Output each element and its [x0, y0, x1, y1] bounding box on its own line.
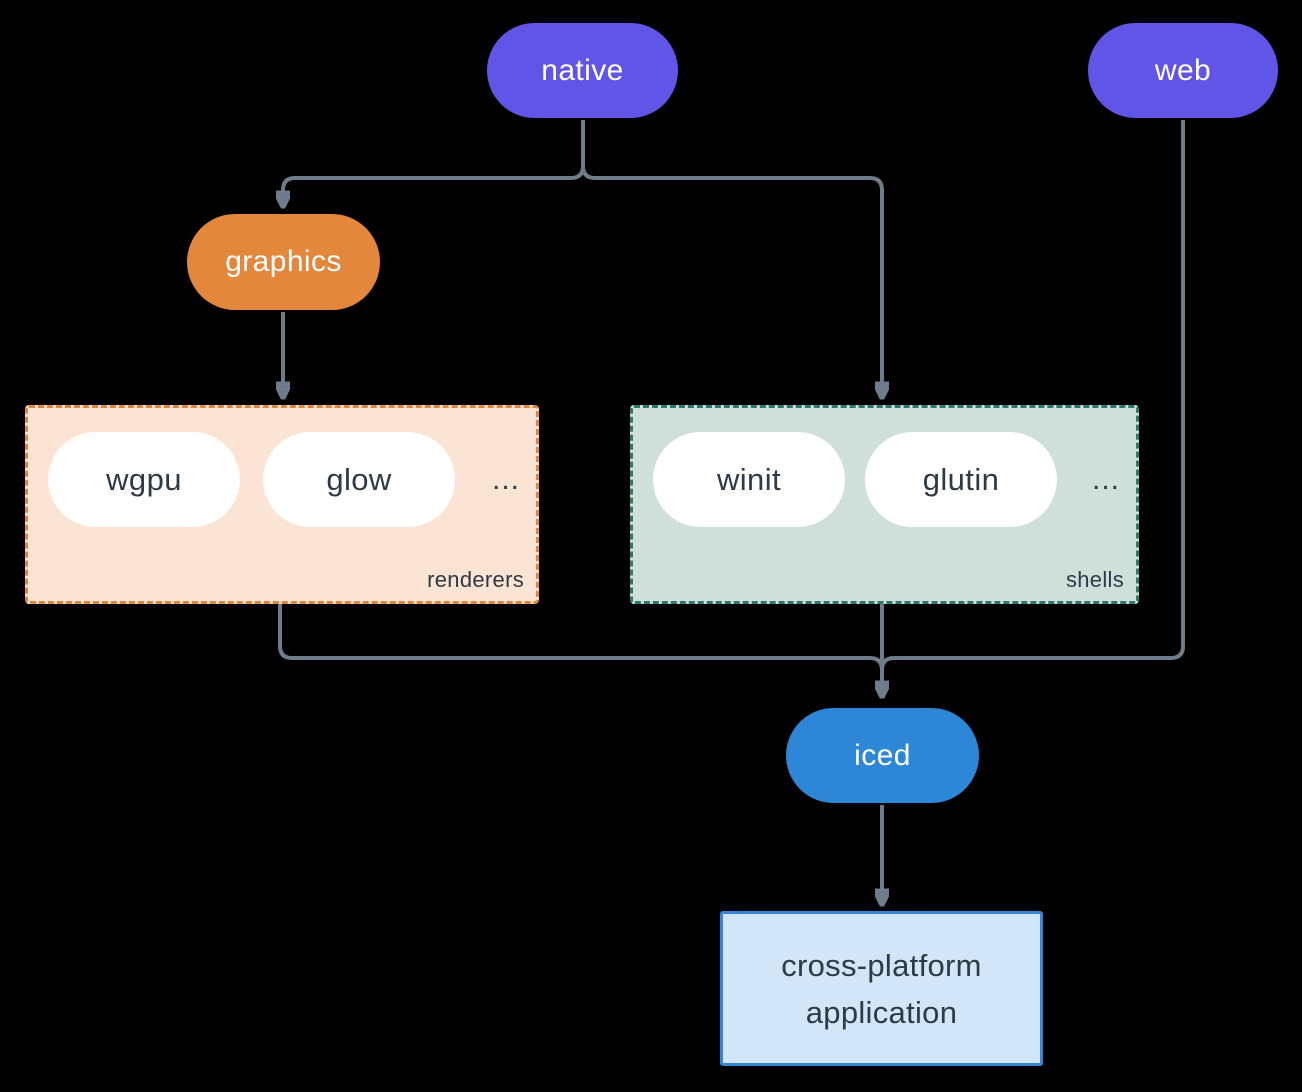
- node-glutin-label: glutin: [922, 461, 1000, 497]
- node-native: native: [487, 23, 678, 118]
- group-shells: winit glutin ... shells: [630, 405, 1139, 604]
- renderers-group-label: renderers: [427, 567, 524, 592]
- node-native-label: native: [541, 53, 624, 87]
- node-iced: iced: [786, 708, 979, 803]
- node-glow: glow: [263, 432, 455, 527]
- group-renderers: wgpu glow ... renderers: [25, 405, 539, 604]
- shells-ellipsis: ...: [1091, 462, 1120, 496]
- edge-native-shells: [581, 120, 882, 396]
- edge-native-graphics: [283, 120, 585, 205]
- node-wgpu-label: wgpu: [106, 461, 182, 497]
- node-iced-label: iced: [854, 738, 911, 772]
- node-cross-platform-application: cross-platform application: [720, 911, 1043, 1066]
- application-label-line2: application: [805, 994, 958, 1030]
- node-glow-label: glow: [326, 461, 392, 497]
- node-wgpu: wgpu: [48, 432, 240, 527]
- node-web: web: [1088, 23, 1278, 118]
- node-winit-label: winit: [716, 461, 781, 497]
- edge-renderers-iced: [278, 600, 882, 695]
- node-graphics: graphics: [187, 214, 380, 310]
- node-graphics-label: graphics: [225, 245, 342, 278]
- shells-group-label: shells: [1065, 567, 1124, 592]
- renderers-ellipsis: ...: [491, 462, 520, 496]
- node-winit: winit: [653, 432, 845, 527]
- application-label-line1: cross-platform: [781, 947, 982, 983]
- node-web-label: web: [1154, 53, 1212, 87]
- node-glutin: glutin: [865, 432, 1057, 527]
